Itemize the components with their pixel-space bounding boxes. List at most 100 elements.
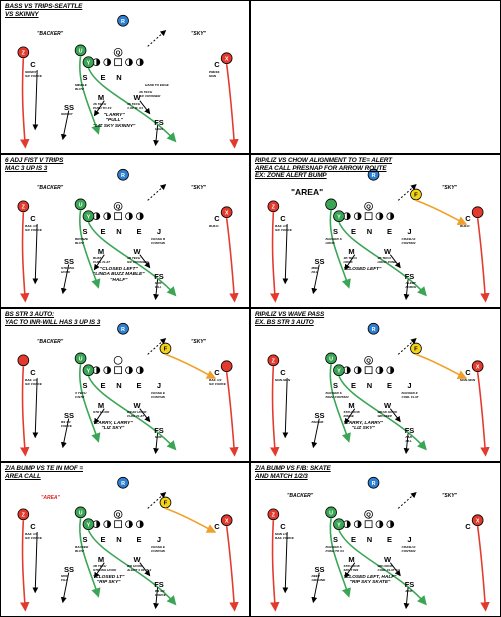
drop-c1 bbox=[32, 70, 39, 131]
defender-s: S bbox=[332, 227, 338, 236]
drop-w bbox=[389, 254, 401, 269]
receiver-y-letter: Y bbox=[337, 522, 341, 528]
lineman bbox=[375, 520, 384, 529]
lineman bbox=[103, 212, 112, 221]
drop-w bbox=[139, 562, 151, 577]
defender-w: W bbox=[383, 247, 392, 256]
lineman bbox=[92, 366, 101, 375]
defender-e2: E bbox=[136, 227, 142, 236]
defender-c2: C bbox=[214, 368, 220, 377]
route-qb-drop bbox=[397, 491, 417, 509]
defender-m: M bbox=[348, 401, 355, 410]
drop-m bbox=[93, 408, 105, 425]
assignment-note-fs: HIGH bbox=[155, 127, 163, 131]
lineman bbox=[92, 58, 101, 67]
receiver-z-letter: Z bbox=[272, 512, 276, 518]
defender-n: N bbox=[116, 381, 122, 390]
drop-w bbox=[389, 408, 401, 423]
defender-e2: E bbox=[136, 535, 142, 544]
route-u bbox=[329, 210, 351, 289]
route-z bbox=[270, 520, 280, 612]
route-z bbox=[20, 212, 30, 303]
play-title-line: VS SKINNY bbox=[5, 10, 39, 18]
route-y bbox=[338, 529, 427, 606]
drop-c1 bbox=[32, 378, 39, 439]
route-u bbox=[329, 518, 351, 598]
play-title-line: EX: ZONE ALERT BUMP bbox=[255, 172, 327, 180]
drop-w bbox=[139, 254, 151, 269]
defender-fs: FS bbox=[154, 272, 164, 281]
receiver-z-letter: Z bbox=[272, 204, 276, 210]
drop-m bbox=[93, 562, 105, 579]
defender-w: W bbox=[383, 555, 392, 564]
route-qb-drop bbox=[147, 491, 167, 509]
route-x bbox=[225, 218, 239, 303]
defender-m: M bbox=[97, 93, 105, 102]
play-title-line: Z/A BUMP VS F/B: SKATE bbox=[255, 465, 331, 472]
receiver-u-marker bbox=[325, 352, 337, 365]
assignment-note-c2: BUILD bbox=[460, 224, 470, 228]
drop-w bbox=[139, 408, 151, 423]
coverage-call: "CLOSED LEFT, HALF""RIP SKY SKATE" bbox=[343, 575, 397, 586]
defender-e: E bbox=[100, 535, 106, 544]
drop-ss bbox=[311, 418, 320, 449]
receiver-u-marker bbox=[74, 506, 87, 519]
route-x bbox=[476, 372, 490, 457]
route-x bbox=[476, 218, 490, 303]
defender-c2: C bbox=[214, 60, 220, 69]
call-sky: "SKY" bbox=[191, 339, 207, 345]
receiver-x-marker bbox=[220, 360, 233, 373]
drop-c1 bbox=[32, 532, 39, 594]
route-z bbox=[20, 366, 30, 457]
drop-ss bbox=[60, 264, 70, 295]
defender-e: E bbox=[100, 73, 106, 82]
play-title: BS STR 3 AUTO:YAC TO INR-WILL HAS 3 UP I… bbox=[5, 311, 100, 326]
lineman bbox=[135, 212, 144, 221]
defender-m: M bbox=[97, 555, 105, 564]
rover-letter: R bbox=[121, 173, 125, 179]
defender-j: J bbox=[156, 381, 162, 390]
assignment-note-e: HAND TO EDGE bbox=[145, 83, 169, 87]
route-x bbox=[225, 372, 239, 457]
route-y bbox=[87, 67, 177, 143]
route-z bbox=[270, 366, 280, 457]
drop-fs bbox=[403, 433, 410, 455]
play-title-line: AREA CALL PRESNAP FOR ARROW ROUTE bbox=[255, 164, 387, 172]
lineman bbox=[386, 212, 395, 221]
defender-c1: C bbox=[30, 368, 36, 377]
defender-ss: SS bbox=[64, 257, 75, 266]
rover-letter: R bbox=[121, 19, 125, 25]
defender-w: W bbox=[133, 401, 141, 410]
drop-fs bbox=[153, 279, 160, 301]
defender-e: E bbox=[350, 381, 356, 390]
play-title-line: RIP/LIZ VS WAVE PASS bbox=[255, 311, 325, 318]
route-qb-drop bbox=[147, 337, 167, 355]
qb-marker bbox=[364, 509, 373, 519]
center-lineman bbox=[364, 212, 373, 221]
defender-s: S bbox=[82, 381, 88, 390]
play-title-line: MAC 3 UP IS 3 bbox=[5, 164, 48, 172]
defender-e2: E bbox=[136, 381, 142, 390]
